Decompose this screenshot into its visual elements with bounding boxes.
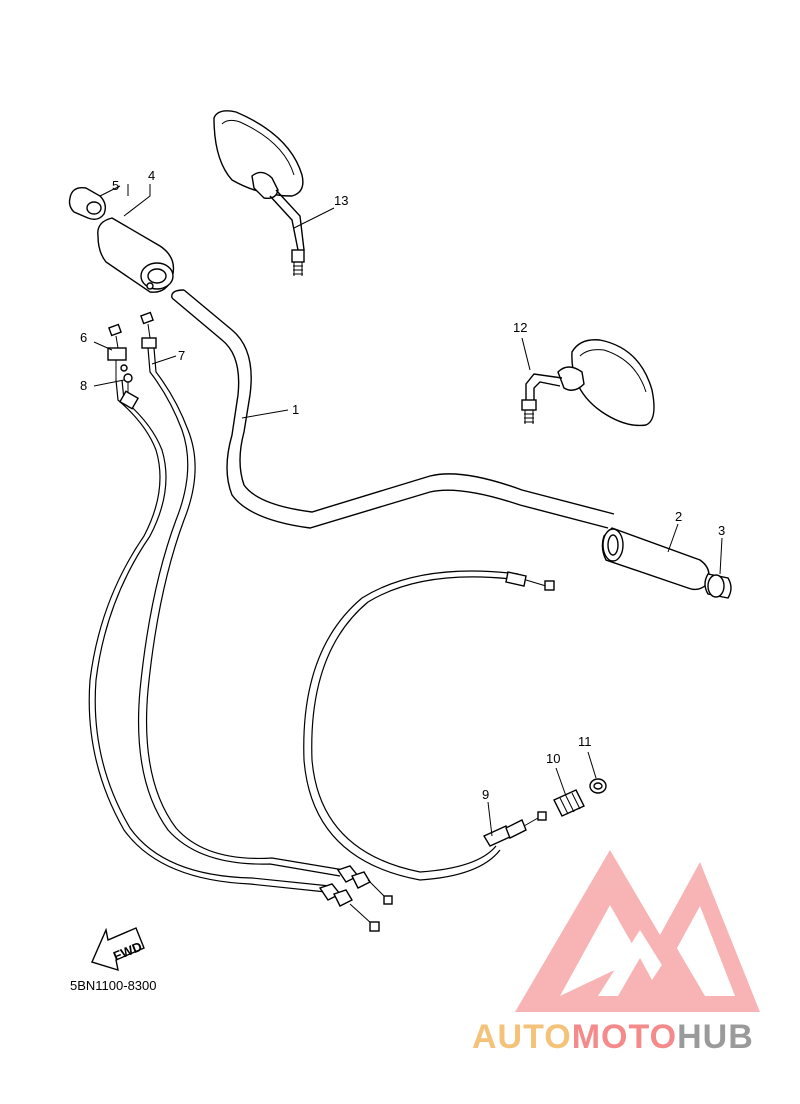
callout-2: 2 (675, 509, 682, 524)
brand-hub: HUB (677, 1018, 754, 1056)
left-mirror (213, 110, 305, 276)
callout-10: 10 (546, 751, 560, 766)
callout-12: 12 (513, 320, 527, 335)
fwd-arrow-icon: FWD (91, 927, 145, 972)
callouts: 1 2 3 4 5 6 7 8 9 10 11 12 13 (80, 168, 725, 802)
locknut (589, 778, 607, 794)
throttle-cables (88, 347, 393, 932)
brake-cable (303, 570, 555, 881)
callout-11: 11 (578, 734, 592, 749)
callout-8: 8 (80, 378, 87, 393)
right-grip (601, 527, 710, 591)
watermark-brand: AUTOMOTOHUB (472, 1018, 754, 1057)
callout-1: 1 (292, 402, 299, 417)
cable-holder (107, 311, 157, 394)
right-mirror (521, 339, 655, 427)
callout-3: 3 (718, 523, 725, 538)
grip-sleeve (704, 573, 732, 599)
callout-5: 5 (112, 178, 119, 193)
callout-13: 13 (334, 193, 348, 208)
grip-end-cap (68, 187, 107, 221)
watermark-logo-icon (515, 850, 760, 1012)
diagram-code: 5BN1100-8300 (70, 978, 157, 993)
brand-auto: AUTO (472, 1018, 572, 1056)
handlebar (171, 289, 615, 529)
callout-6: 6 (80, 330, 87, 345)
callout-9: 9 (482, 787, 489, 802)
left-grip (97, 217, 175, 293)
callout-7: 7 (178, 348, 185, 363)
callout-leaders (93, 184, 723, 837)
callout-4: 4 (148, 168, 155, 183)
adjuster (553, 789, 585, 817)
brand-moto: MOTO (571, 1018, 678, 1056)
